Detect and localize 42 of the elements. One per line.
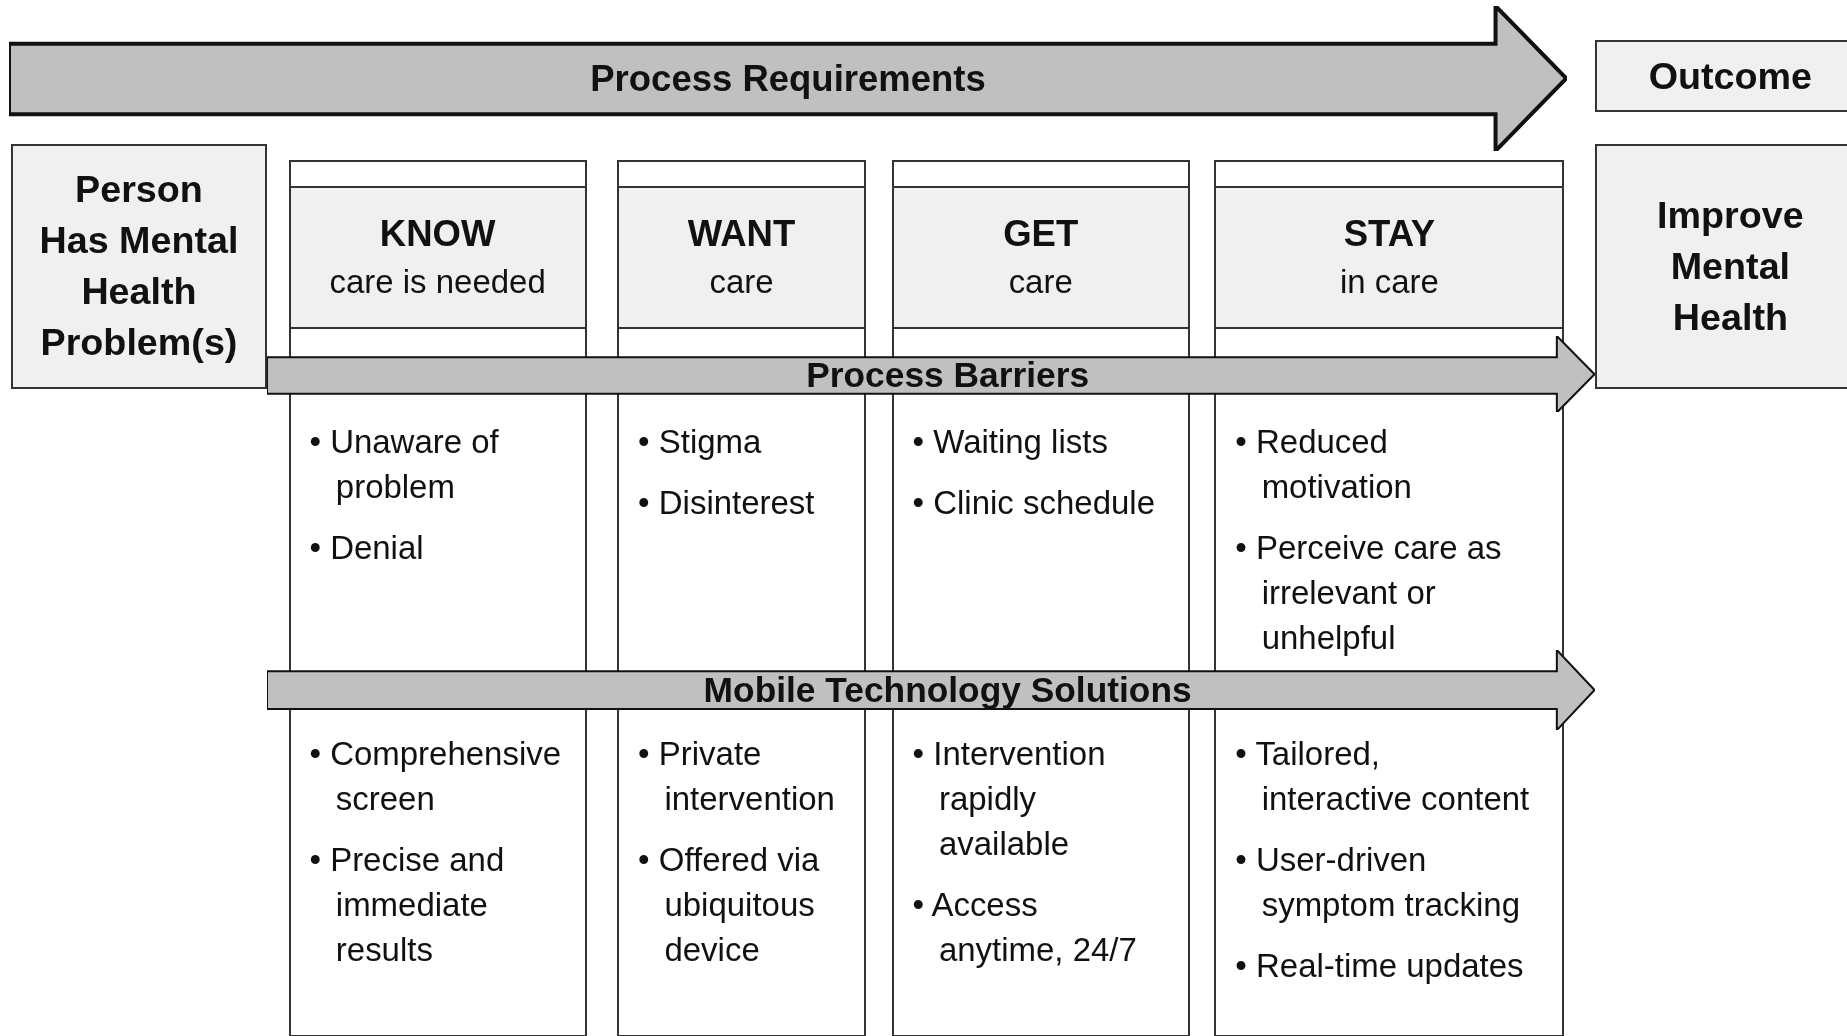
stage-subtitle: in care [1339,261,1439,302]
bullet-item: • Perceive care as irrelevant or unhelpful [1235,528,1503,658]
bullet-item: • Comprehensive screen [309,734,562,820]
block-arrow-banner [267,335,1595,413]
bullet-item: • User-driven symptom tracking [1235,840,1521,926]
bullet-item: • Offered via ubiquitous device [638,840,821,970]
label-box [1594,40,1847,112]
stage-header [893,185,1188,330]
box-title: Person Has Mental Health Problem(s) [38,167,240,366]
stage-title: STAY [1343,212,1435,257]
bullet-item: • Waiting lists [912,422,1109,463]
stage-header [1216,185,1563,330]
box-title: Outcome [1647,53,1814,99]
bullet-item: • Stigma [638,422,763,463]
bullet-item: • Private intervention [638,734,836,820]
bullet-item: • Unaware of problem [309,422,500,507]
banner-title: Mobile Technology Solutions [703,670,1192,711]
column-frame [1214,160,1565,1036]
stage-subtitle: care is needed [329,261,546,302]
stage-header [619,185,864,330]
bullet-item: • Denial [309,528,425,569]
stage-title: WANT [687,212,796,257]
bullet-item: • Intervention rapidly available [912,734,1107,864]
block-arrow-banner [9,5,1567,151]
bullet-item: • Real-time updates [1235,946,1525,987]
label-box [1594,143,1847,389]
bullet-item: • Clinic schedule [912,483,1156,524]
stage-subtitle: care [1008,261,1073,302]
stage-subtitle: care [709,261,774,302]
bullet-item: • Precise and immediate results [309,840,506,970]
stage-title: KNOW [379,212,496,257]
bullet-item: • Disinterest [638,483,816,524]
bullet-item: • Reduced motivation [1235,422,1413,507]
label-box [10,143,268,389]
column-frame [288,160,587,1036]
banner-title: Process Requirements [590,57,986,100]
banner-title: Process Barriers [806,355,1090,396]
stage-header [290,185,585,330]
bullet-item: • Tailored, interactive content [1235,734,1531,820]
bullet-item: • Access anytime, 24/7 [912,885,1138,970]
stage-title: GET [1003,212,1079,257]
box-title: Improve Mental Health [1656,192,1805,340]
